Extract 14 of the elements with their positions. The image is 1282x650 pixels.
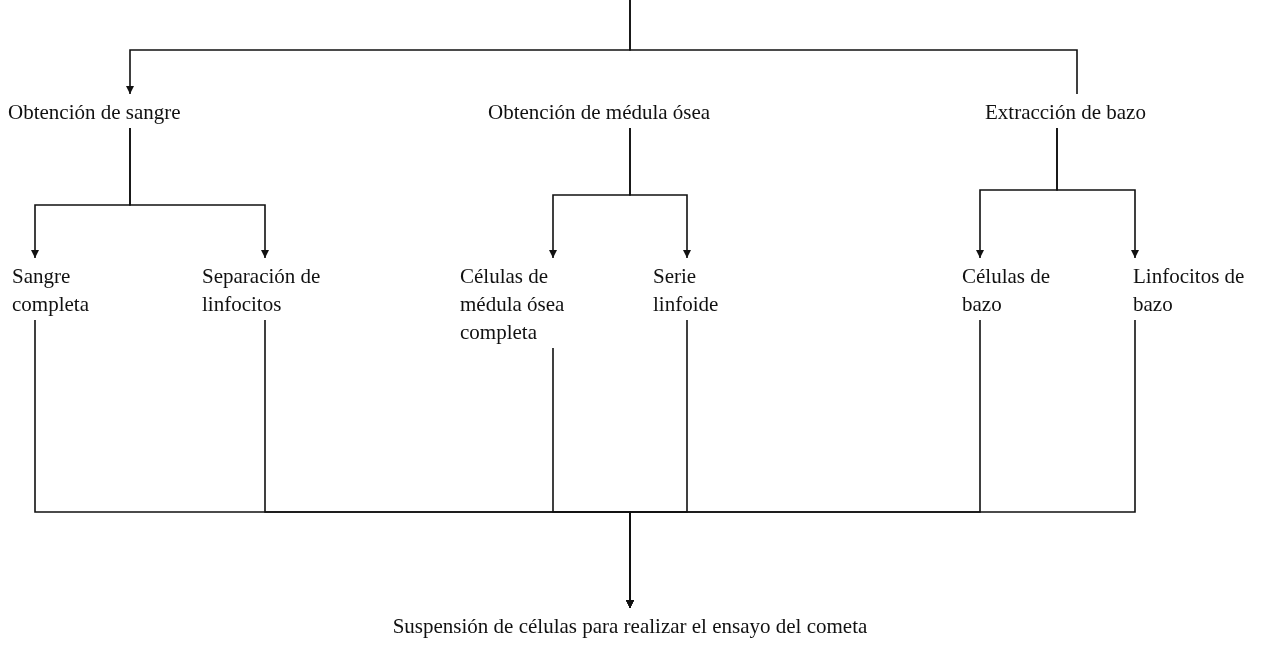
step-text: Células de bazo	[962, 264, 1051, 316]
step-text: Extracción de bazo	[985, 100, 1146, 124]
step-text: Linfocitos de bazo	[1133, 264, 1245, 316]
step-text: Suspensión de células para realizar el ensayo del cometa	[392, 614, 868, 638]
connector-arrow	[626, 319, 1136, 609]
step-text: Sangre completa	[12, 264, 89, 316]
step-text: Separación de linfocitos	[202, 264, 321, 316]
step-text: Obtención de médula ósea	[488, 100, 711, 124]
connector-arrow	[1056, 127, 1139, 259]
connector-arrow	[129, 127, 269, 259]
step-text: Obtención de sangre	[8, 100, 181, 124]
connector-arrow	[629, 127, 691, 259]
step-text: Células de médula ósea completa	[460, 264, 565, 344]
step-text: Serie linfoide	[653, 264, 719, 316]
